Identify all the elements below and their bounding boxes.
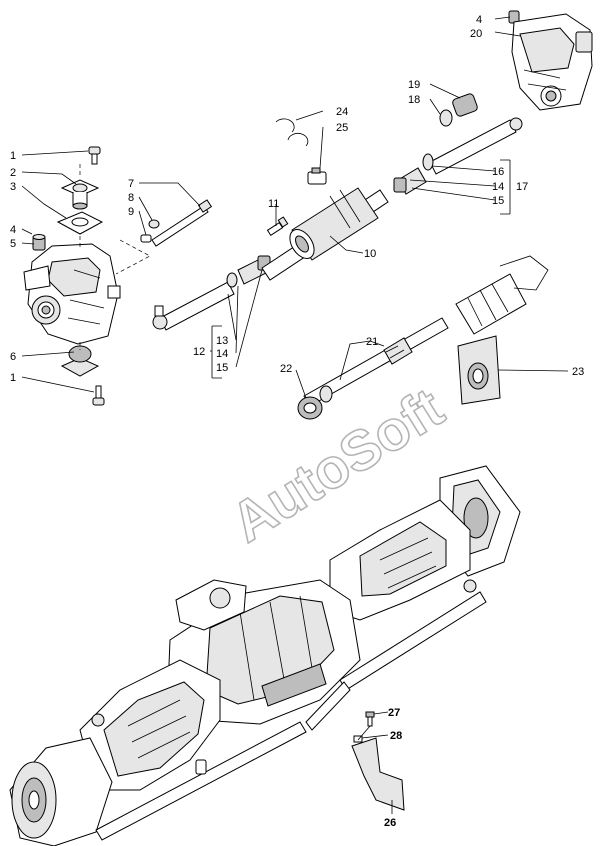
bushing-part xyxy=(32,234,46,251)
callout-21: 21 xyxy=(366,336,378,348)
left-knuckle-housing xyxy=(23,243,121,345)
left-knuckle-group xyxy=(23,146,151,406)
upper-cap-part xyxy=(60,179,100,210)
callout-5: 5 xyxy=(10,238,16,250)
bracket-part xyxy=(351,711,405,811)
callout-7: 7 xyxy=(128,178,134,190)
callout-24: 24 xyxy=(336,106,348,118)
bolt-top-part xyxy=(88,146,101,165)
callout-17: 17 xyxy=(516,181,528,193)
left-tie-rod-group xyxy=(140,199,271,379)
callout-11: 11 xyxy=(268,198,279,210)
callout-9: 9 xyxy=(128,206,134,218)
callout-1-top: 1 xyxy=(10,150,16,162)
callout-23: 23 xyxy=(572,366,584,378)
callout-labels: 1 2 3 4 5 6 1 7 8 9 11 10 12 13 14 15 24… xyxy=(10,14,584,829)
axle-assembly xyxy=(9,465,521,846)
callout-8: 8 xyxy=(128,192,134,204)
callout-20: 20 xyxy=(470,28,482,40)
drive-shaft-group xyxy=(297,255,549,420)
callout-14-left: 14 xyxy=(216,348,228,360)
lower-cap-part xyxy=(60,345,100,377)
right-knuckle-group xyxy=(393,10,593,215)
callout-12: 12 xyxy=(193,346,205,358)
callout-27: 27 xyxy=(388,707,400,719)
callout-2: 2 xyxy=(10,167,16,179)
callout-1-bottom: 1 xyxy=(10,372,16,384)
callout-3: 3 xyxy=(10,181,16,193)
callout-22: 22 xyxy=(280,363,292,375)
callout-16: 16 xyxy=(492,166,504,178)
callout-10: 10 xyxy=(364,248,376,260)
callout-26: 26 xyxy=(384,817,396,829)
callout-15-right: 15 xyxy=(492,195,504,207)
callout-25: 25 xyxy=(336,122,348,134)
callout-28: 28 xyxy=(390,730,402,742)
callout-6: 6 xyxy=(10,351,16,363)
callout-13: 13 xyxy=(216,335,228,347)
leader-lines xyxy=(21,16,569,814)
center-shaft-group xyxy=(261,118,389,281)
callout-14-right: 14 xyxy=(492,181,504,193)
callout-19: 19 xyxy=(408,79,420,91)
callout-4-right: 4 xyxy=(476,14,482,26)
callout-15-left: 15 xyxy=(216,362,228,374)
callout-18: 18 xyxy=(408,94,420,106)
callout-4-left: 4 xyxy=(10,224,16,236)
bolt-bottom-part xyxy=(92,385,105,406)
